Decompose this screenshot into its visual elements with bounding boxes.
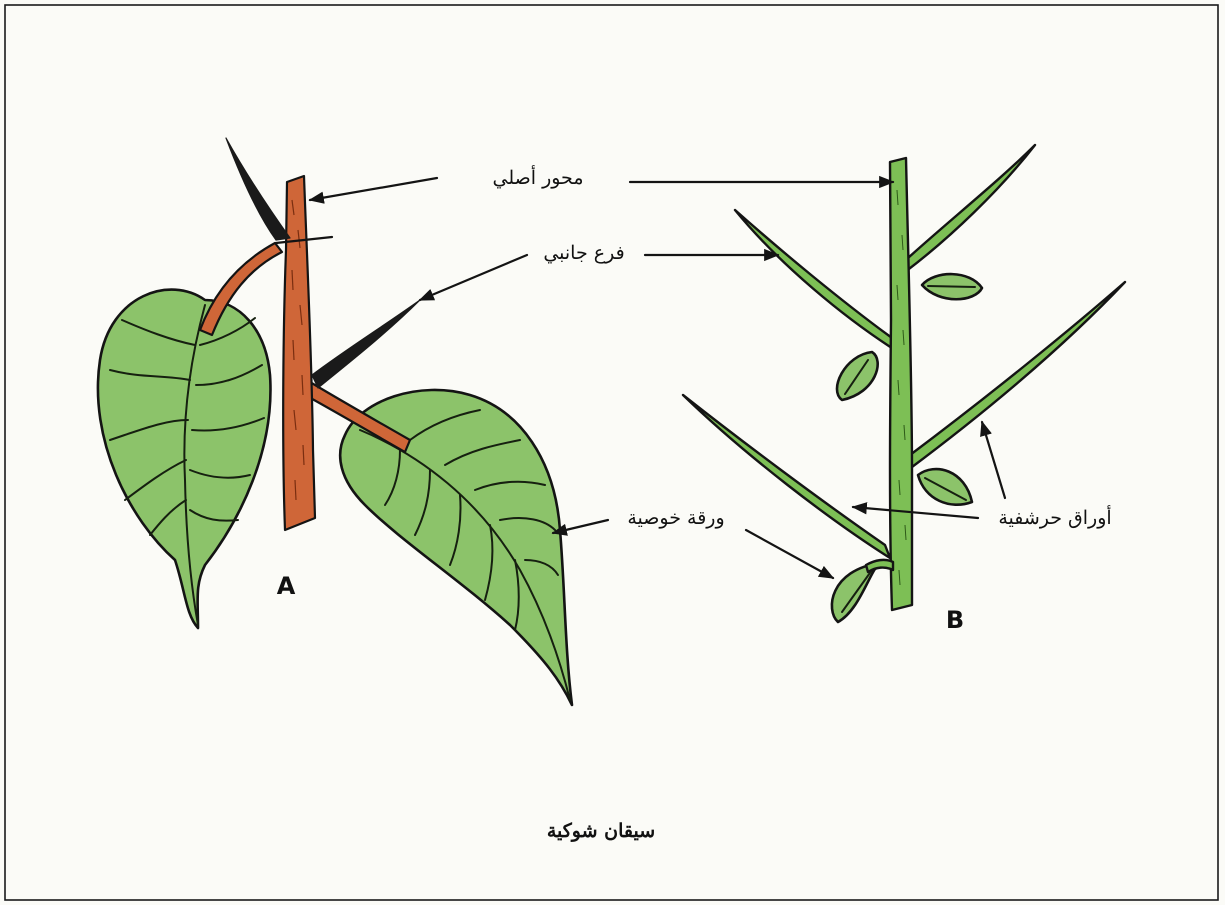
figure-b (683, 145, 1125, 622)
label-scale-leaves: أوراق حرشفية (998, 504, 1111, 529)
panel-label-b: B (946, 606, 964, 634)
branch-upper-left-b (735, 210, 895, 350)
thorn-middle-a (312, 300, 420, 388)
left-leaf-a (98, 290, 271, 628)
figure-a (98, 138, 572, 705)
label-axillary-leaf: ورقة خوصية (627, 507, 724, 529)
leader-axillary-leaf-a (553, 520, 608, 533)
leader-axillary-leaf-b (746, 530, 833, 578)
leader-main-axis-a (310, 178, 437, 200)
leader-lateral-branch-a (420, 255, 527, 300)
panel-label-a: A (277, 572, 296, 600)
branch-lower-right-b (908, 282, 1125, 470)
thorn-top-a (226, 138, 290, 240)
branch-lower-left-b (683, 395, 890, 558)
branch-upper-right-b (905, 145, 1035, 272)
main-stem-a (283, 176, 315, 530)
label-main-axis: محور أصلي (492, 164, 583, 189)
small-leaf-left-b (837, 352, 878, 400)
right-leaf-a (340, 390, 572, 705)
leader-scale-leaves-1 (853, 507, 978, 518)
leader-scale-leaves-2 (982, 422, 1005, 498)
label-lateral-branch: فرع جانبي (543, 242, 624, 264)
small-leaf-right-top-b (922, 274, 982, 299)
small-leaf-right-bottom-b (918, 469, 972, 505)
main-stem-b (890, 158, 912, 610)
small-leaf-bottom-b (832, 563, 880, 622)
figure-caption: سيقان شوكية (547, 820, 655, 842)
leaf-stalk-bottom-b (866, 560, 893, 572)
